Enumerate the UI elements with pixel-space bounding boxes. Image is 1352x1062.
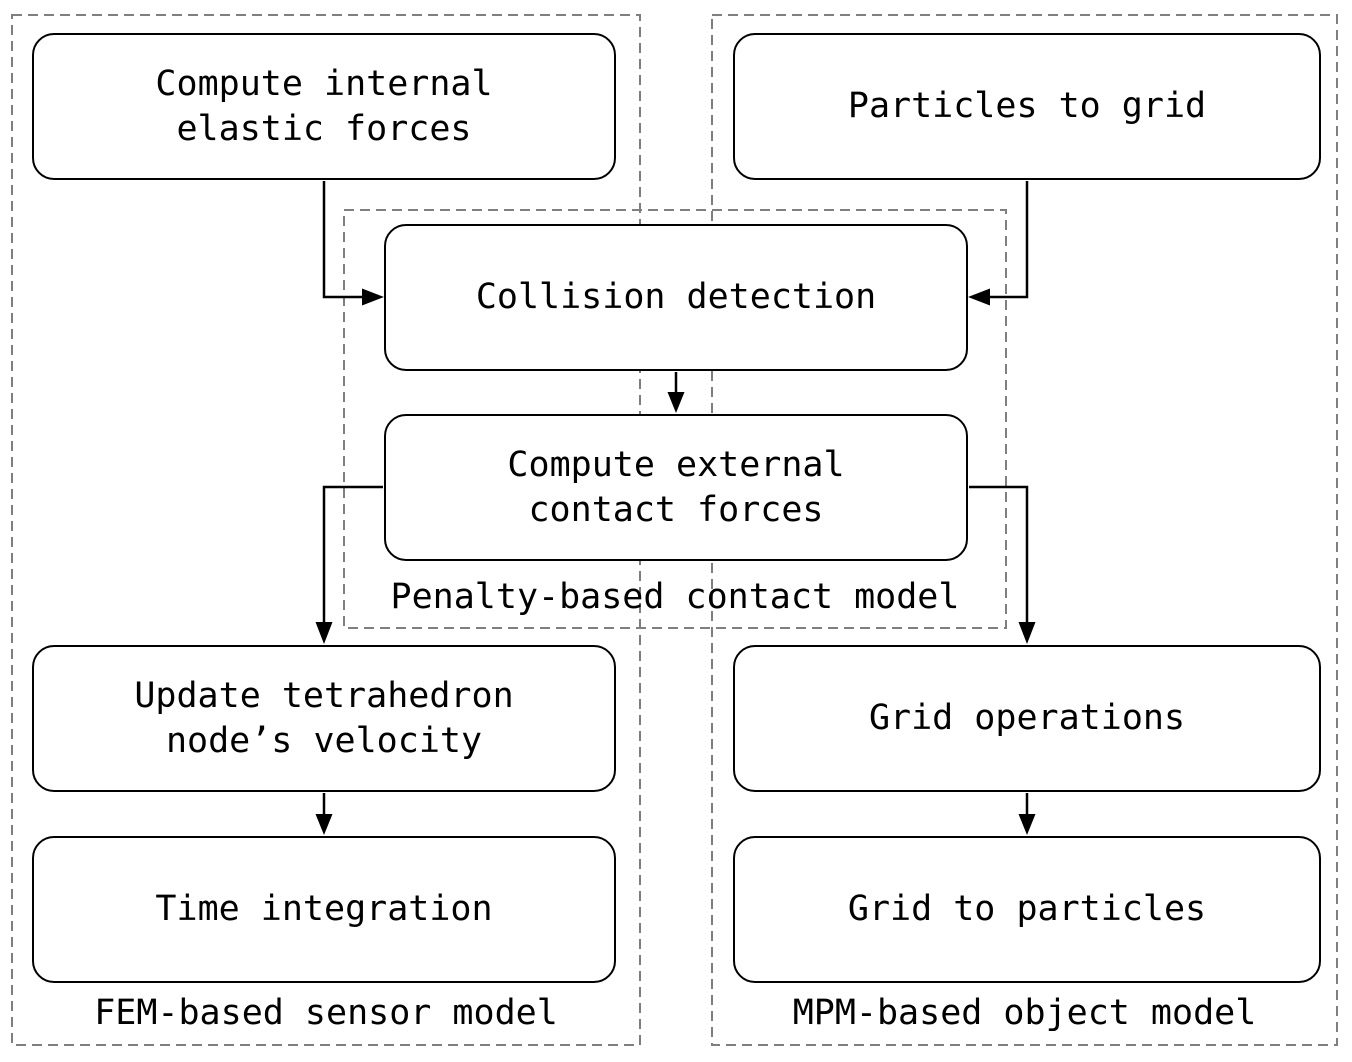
node-particles-to-grid-label: Particles to grid [847,86,1207,126]
arrow-compute-external-to-update-tetrahedron [315,485,383,644]
arrow-grid-operations-to-grid-to-particles [1018,793,1036,835]
node-compute-external: Compute external contact forces [384,414,968,561]
penalty-group-label: Penalty-based contact model [390,577,960,617]
node-collision-detection-label: Collision detection [475,277,877,317]
node-compute-external-label: Compute external contact forces [507,444,845,530]
arrow-compute-internal-to-collision [322,181,384,306]
node-update-tetrahedron: Update tetrahedron node’s velocity [32,645,616,792]
node-grid-operations: Grid operations [733,645,1321,792]
arrow-particles-to-grid-to-collision [968,181,1029,306]
node-update-tetrahedron-label: Update tetrahedron node’s velocity [134,675,514,761]
mpm-group-label: MPM-based object model [792,993,1257,1033]
node-time-integration: Time integration [32,836,616,983]
node-compute-internal-label: Compute internal elastic forces [155,63,493,149]
node-grid-to-particles-label: Grid to particles [847,889,1207,929]
node-compute-internal: Compute internal elastic forces [32,33,616,180]
node-time-integration-label: Time integration [155,889,493,929]
node-grid-to-particles: Grid to particles [733,836,1321,983]
node-collision-detection: Collision detection [384,224,968,371]
node-particles-to-grid: Particles to grid [733,33,1321,180]
arrow-collision-to-compute-external [667,372,685,413]
arrow-compute-external-to-grid-operations [969,485,1036,644]
node-grid-operations-label: Grid operations [868,698,1186,738]
arrow-update-tetrahedron-to-time-integration [315,793,333,835]
fem-group-label: FEM-based sensor model [94,993,558,1033]
